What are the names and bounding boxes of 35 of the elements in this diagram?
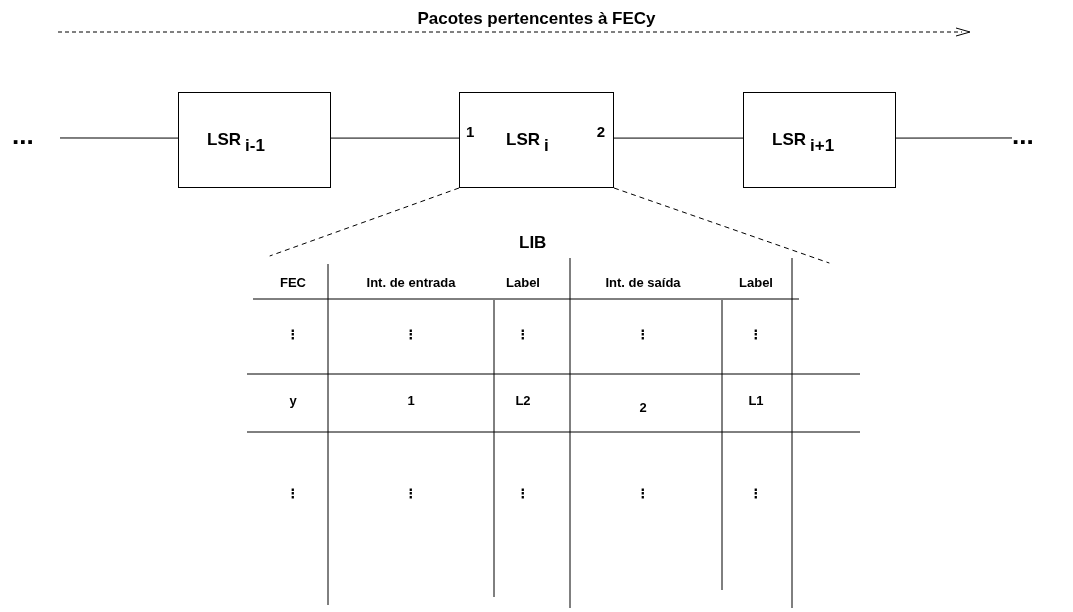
table-cell-text: ⋮ bbox=[749, 326, 763, 345]
port-number: 2 bbox=[596, 122, 605, 142]
column-header: Int. de saída bbox=[605, 274, 681, 293]
table-cell-text: 2 bbox=[639, 399, 647, 418]
router-box bbox=[743, 92, 896, 188]
ellipsis-text: ... bbox=[1012, 122, 1034, 148]
table-cell-text: ⋮ bbox=[404, 326, 418, 345]
table-cell-text: L1 bbox=[748, 392, 764, 411]
table-title: LIB bbox=[519, 232, 547, 254]
table-cell-text: ⋮ bbox=[636, 326, 650, 345]
ellipsis-text: ... bbox=[12, 122, 34, 148]
router-box bbox=[459, 92, 614, 188]
table-cell-text: ⋮ bbox=[286, 485, 300, 504]
column-header: FEC bbox=[280, 274, 306, 293]
table-cell-text: ⋮ bbox=[749, 485, 763, 504]
table-cell-text: ⋮ bbox=[404, 485, 418, 504]
zoom-line bbox=[613, 187, 830, 264]
table-cell-text: ⋮ bbox=[516, 326, 530, 345]
link-line bbox=[895, 137, 1013, 139]
link-line bbox=[613, 137, 744, 139]
table-cell-text: ⋮ bbox=[516, 485, 530, 504]
column-header: Label bbox=[739, 274, 773, 293]
table-cell-text: L2 bbox=[515, 392, 531, 411]
table-cell-text: 1 bbox=[407, 392, 415, 411]
table-cell-text: ⋮ bbox=[286, 326, 300, 345]
port-number: 1 bbox=[466, 122, 475, 142]
table-cell-text: ⋮ bbox=[636, 485, 650, 504]
router-box bbox=[178, 92, 331, 188]
title: Pacotes pertencentes à FECy bbox=[416, 8, 657, 30]
table-cell-text: y bbox=[289, 392, 297, 411]
link-line bbox=[330, 137, 460, 139]
column-header: Label bbox=[506, 274, 540, 293]
column-header: Int. de entrada bbox=[366, 274, 456, 293]
zoom-line bbox=[269, 187, 460, 257]
link-line bbox=[59, 137, 179, 139]
